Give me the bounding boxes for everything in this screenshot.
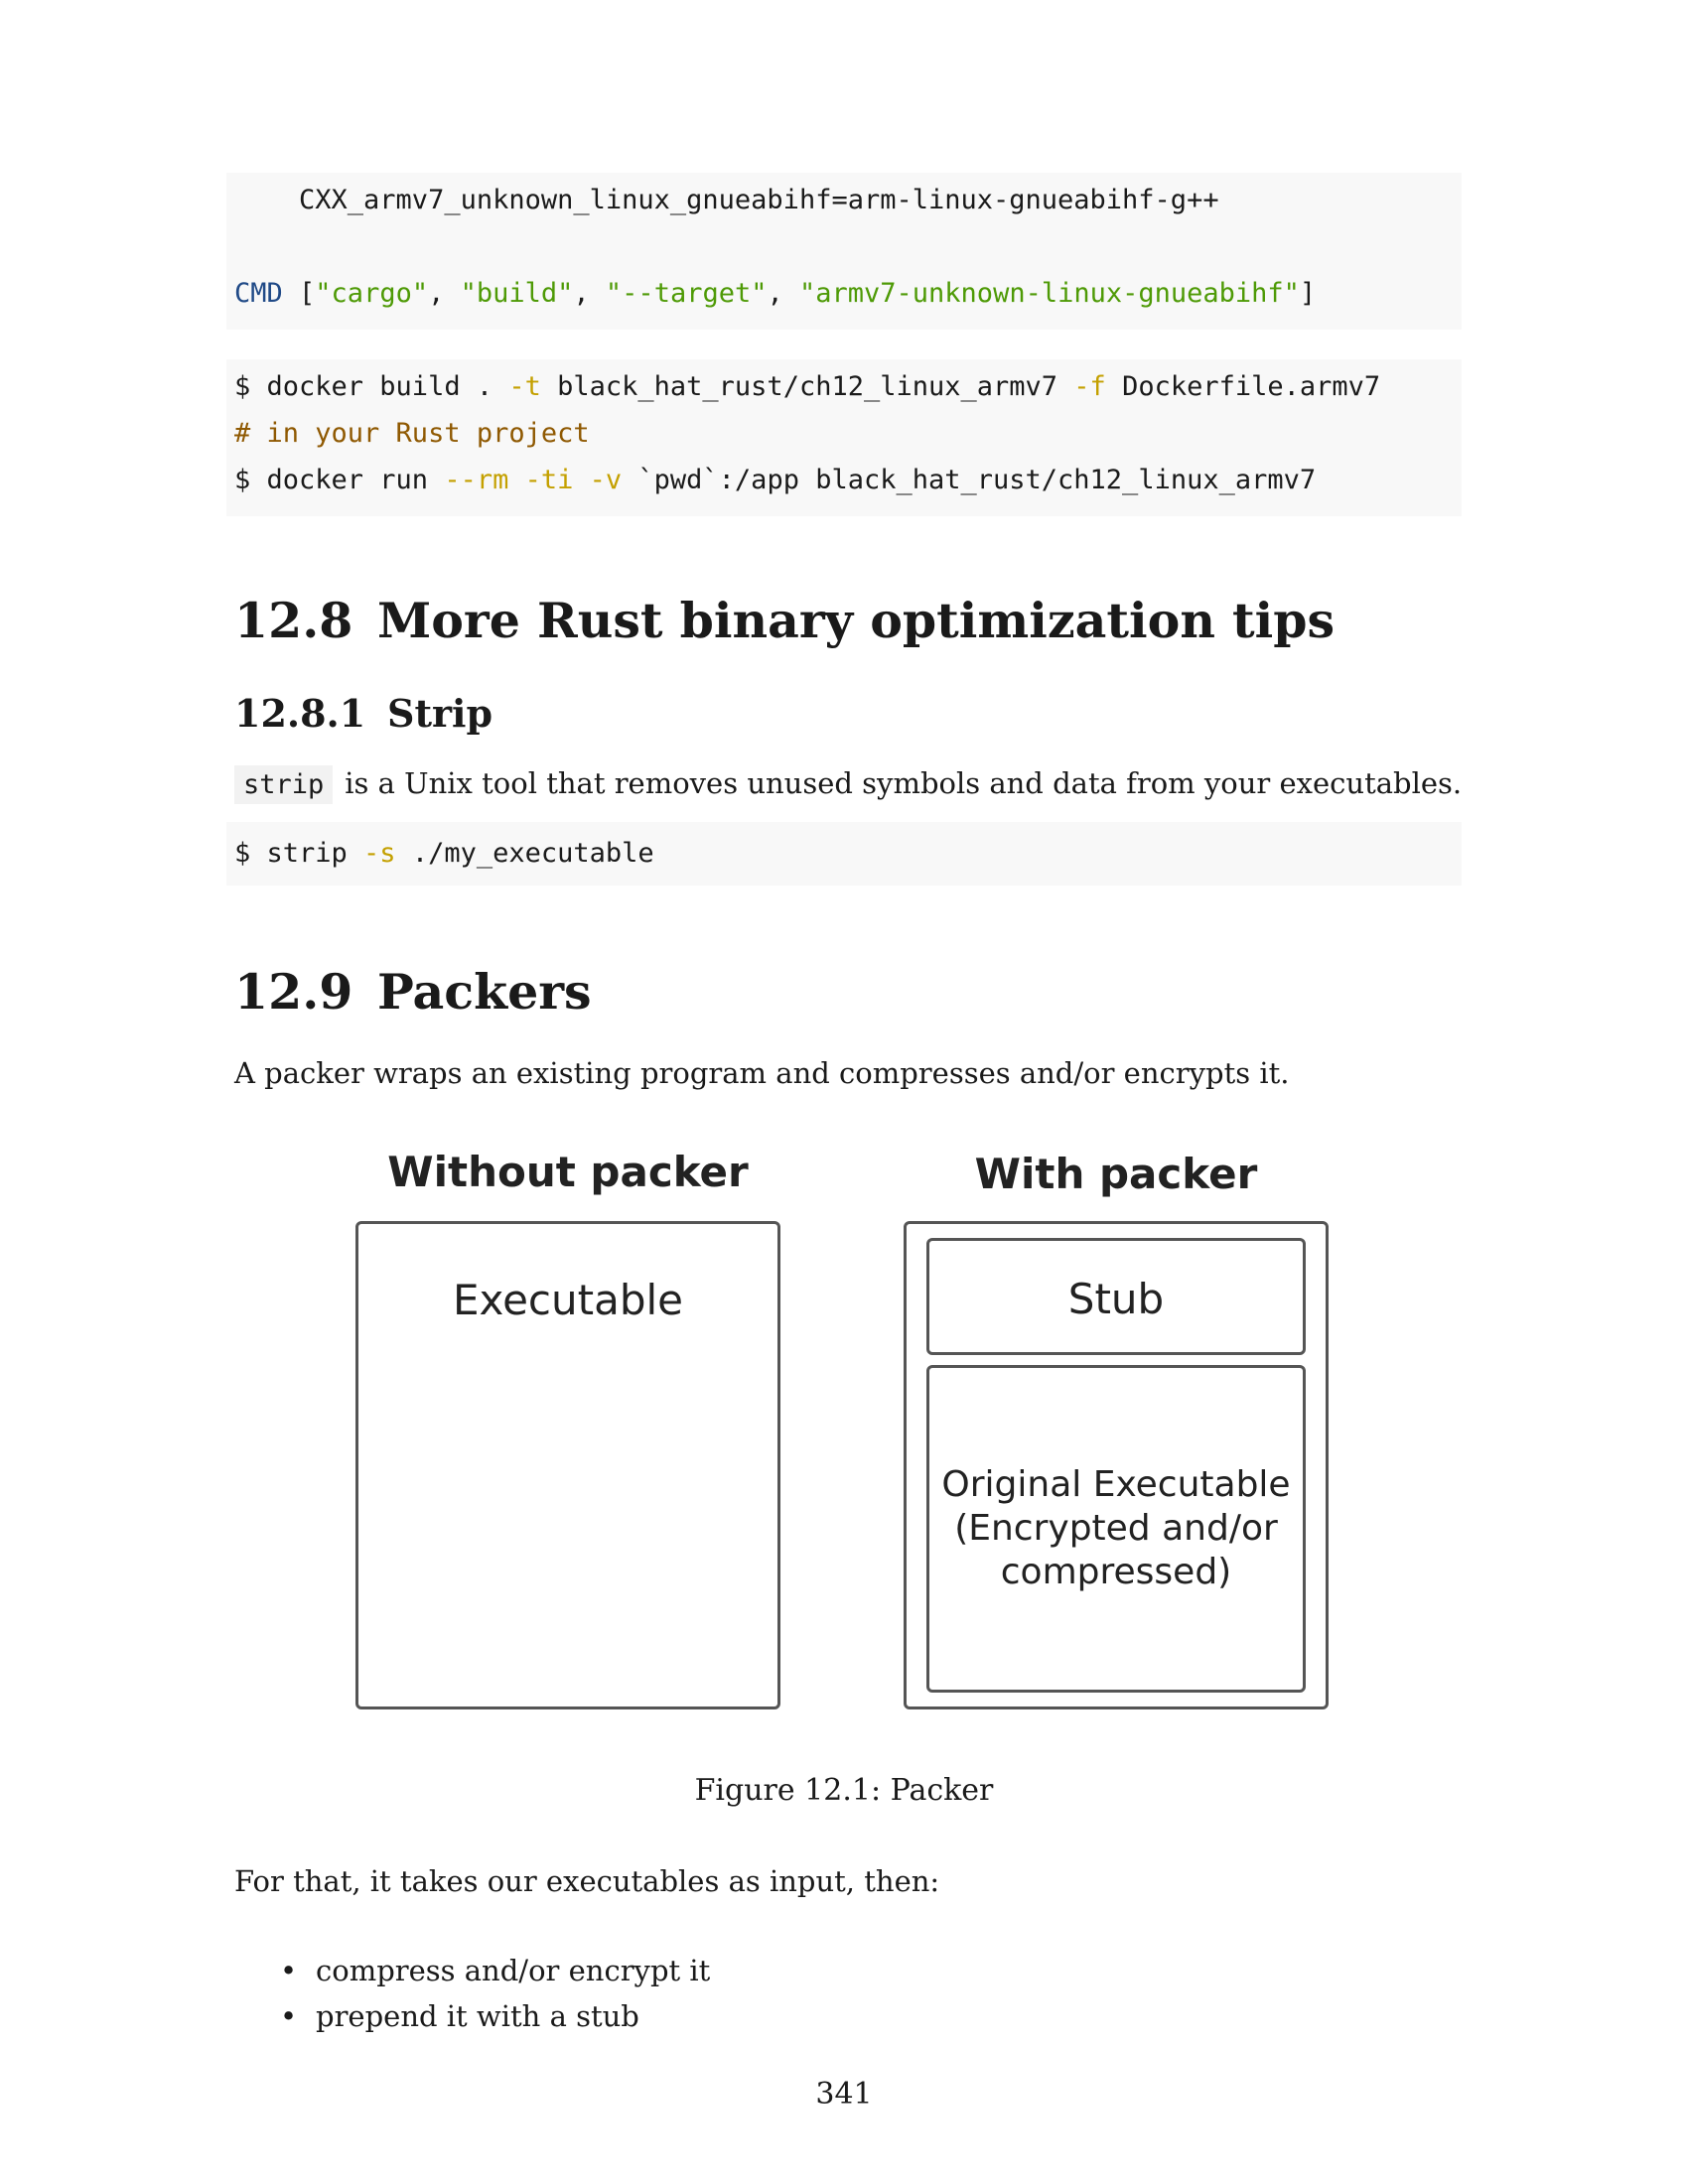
packed-container-box: Stub Original Executable (Encrypted and/…: [904, 1221, 1329, 1709]
list-item: prepend it with a stub: [280, 1993, 710, 2039]
code-line: $ docker build . -t black_hat_rust/ch12_…: [234, 371, 1381, 402]
executable-label: Executable: [452, 1276, 684, 1324]
code-line: $ docker run --rm -ti -v `pwd`:/app blac…: [234, 465, 1317, 495]
code-line: CXX_armv7_unknown_linux_gnueabihf=arm-li…: [234, 185, 1219, 215]
code-line: CMD ["cargo", "build", "--target", "armv…: [234, 278, 1317, 309]
executable-box: Executable: [355, 1221, 780, 1709]
stub-label: Stub: [1067, 1275, 1165, 1323]
code-comment: # in your Rust project: [234, 418, 590, 449]
code-block-strip: $ strip -s ./my_executable: [226, 822, 1462, 886]
page-number: 341: [815, 2077, 873, 2112]
packer-paragraph: A packer wraps an existing program and c…: [234, 1056, 1290, 1090]
figure-title-with-packer: With packer: [974, 1150, 1258, 1198]
code-block-dockerfile: CXX_armv7_unknown_linux_gnueabihf=arm-li…: [226, 173, 1462, 330]
inline-code: strip: [234, 765, 334, 804]
list-item: compress and/or encrypt it: [280, 1948, 710, 1993]
code-line: $ strip -s ./my_executable: [234, 838, 654, 869]
figure-caption: Figure 12.1: Packer: [694, 1773, 994, 1808]
input-paragraph: For that, it takes our executables as in…: [234, 1864, 940, 1898]
stub-box: Stub: [926, 1238, 1306, 1355]
steps-list: compress and/or encrypt it prepend it wi…: [280, 1948, 710, 2039]
original-executable-box: Original Executable (Encrypted and/or co…: [926, 1365, 1306, 1693]
packer-figure: Without packer With packer Executable St…: [348, 1142, 1340, 1727]
code-block-docker-commands: $ docker build . -t black_hat_rust/ch12_…: [226, 359, 1462, 516]
original-executable-label: Original Executable (Encrypted and/or co…: [941, 1464, 1291, 1592]
figure-title-without-packer: Without packer: [387, 1148, 749, 1196]
